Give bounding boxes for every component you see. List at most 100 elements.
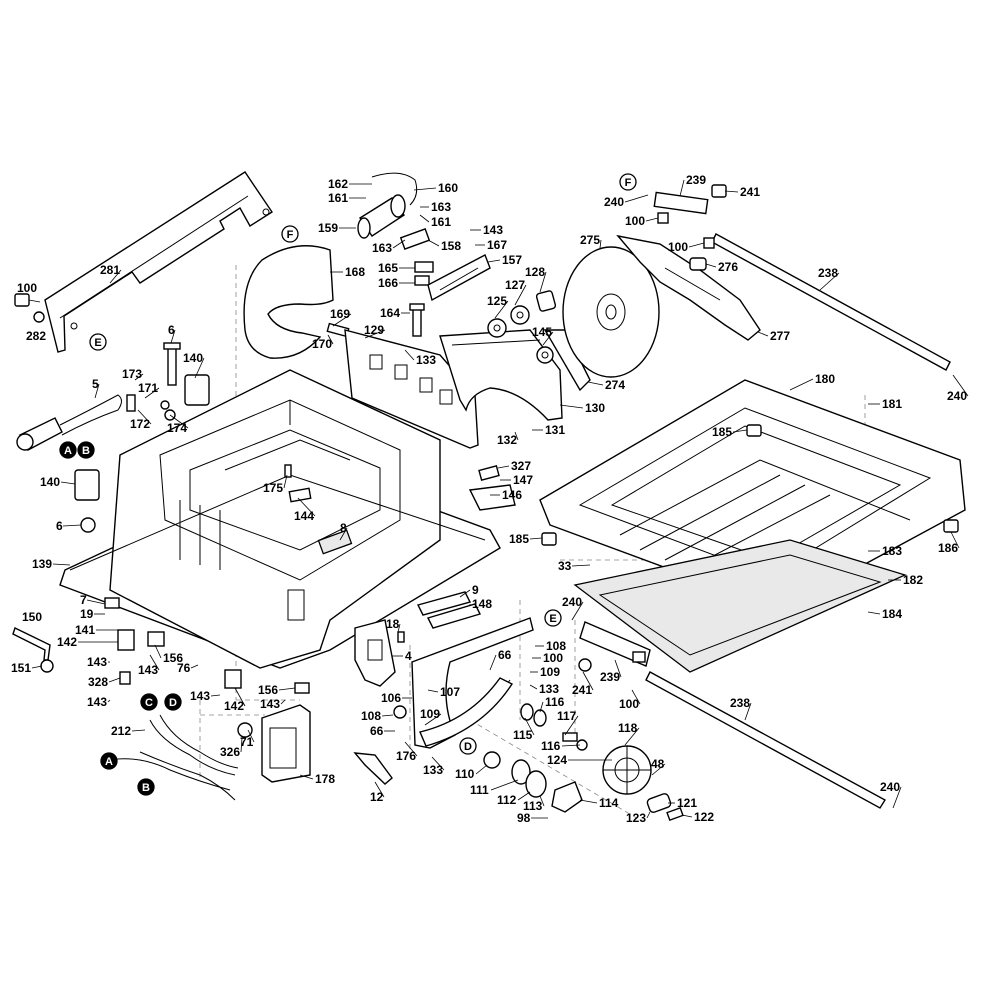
- anti-kickback-arm: [616, 234, 761, 341]
- leader-line-p240c: [571, 601, 584, 621]
- leader-line-p132: [514, 431, 519, 441]
- part-label-p115: 115: [513, 728, 533, 742]
- part-label-p161a: 161: [328, 191, 348, 205]
- saw-blade: [562, 246, 660, 378]
- leader-line-p276: [705, 263, 717, 268]
- leader-line-p123: [646, 811, 651, 819]
- leader-line-p240a: [624, 194, 649, 203]
- knob-121: [646, 793, 684, 822]
- part-label-p146: 146: [502, 488, 522, 502]
- knob-114: [551, 781, 583, 813]
- leader-line-p6b: [62, 524, 82, 527]
- part-label-p66b: 66: [498, 648, 512, 662]
- leader-line-p169: [332, 313, 352, 327]
- part-label-p100a: 100: [17, 281, 37, 295]
- leader-line-p111: [490, 779, 519, 791]
- leader-line-p12: [374, 781, 385, 798]
- leader-line-p239b: [614, 659, 622, 678]
- part-label-p143b: 143: [87, 655, 107, 669]
- part-label-p129: 129: [364, 323, 384, 337]
- part-label-p48: 48: [651, 757, 665, 771]
- part-label-p167: 167: [487, 238, 507, 252]
- part-label-p178: 178: [315, 772, 335, 786]
- callout-pB2: B: [137, 778, 155, 796]
- callout-pF2: F: [619, 173, 637, 191]
- leader-line-p238a: [819, 272, 840, 291]
- leader-line-p122: [681, 814, 693, 818]
- part-label-p130: 130: [585, 401, 605, 415]
- part-label-p162: 162: [328, 177, 348, 191]
- part-label-p240d: 240: [880, 780, 900, 794]
- part-label-p281: 281: [100, 263, 120, 277]
- leader-line-p241b: [582, 671, 594, 691]
- leader-line-p118: [624, 727, 640, 746]
- callout-letter: C: [145, 697, 153, 709]
- part-label-p161b: 161: [431, 215, 451, 229]
- callout-letter: B: [82, 445, 90, 457]
- callout-circle: [544, 609, 562, 627]
- callout-letter: A: [105, 756, 113, 768]
- label-plates: [416, 591, 481, 629]
- part-label-p128: 128: [525, 265, 545, 279]
- part-label-p182: 182: [903, 573, 923, 587]
- leader-line-p176: [404, 741, 418, 757]
- leader-line-p175: [283, 474, 288, 489]
- leader-line-p143d: [107, 699, 111, 703]
- part-label-p12: 12: [370, 790, 384, 804]
- callout-pA1: A: [59, 441, 77, 459]
- part-label-p240c: 240: [562, 595, 582, 609]
- callout-circle: [59, 441, 77, 459]
- fence-rail: [44, 171, 273, 353]
- riving-bracket: [427, 254, 491, 302]
- callout-circle: [137, 778, 155, 796]
- leader-line-p48: [651, 763, 666, 776]
- base-housing: [59, 369, 501, 669]
- leader-line-p116a: [539, 701, 544, 713]
- part-label-p100c: 100: [625, 214, 645, 228]
- dust-port: [357, 172, 434, 286]
- leader-line-p328: [108, 677, 121, 683]
- part-label-p18: 18: [386, 617, 400, 631]
- motor-mount-bracket: [344, 329, 479, 449]
- leader-line-p174: [169, 414, 189, 429]
- table-insert: [573, 539, 907, 673]
- leader-line-p240b: [952, 374, 969, 397]
- part-label-p168: 168: [345, 265, 365, 279]
- leader-line-p170: [327, 334, 334, 345]
- part-label-p163a: 163: [431, 200, 451, 214]
- part-label-p121: 121: [677, 796, 697, 810]
- callout-letter: F: [625, 177, 632, 189]
- leader-line-p133b: [431, 756, 445, 771]
- callout-letter: E: [94, 337, 101, 349]
- leader-line-p143c: [149, 654, 160, 671]
- part-label-p176: 176: [396, 749, 416, 763]
- callout-circle: [89, 333, 107, 351]
- part-label-p117: 117: [557, 709, 577, 723]
- part-label-p140a: 140: [183, 351, 203, 365]
- leader-line-p151: [31, 665, 43, 669]
- part-label-p143e: 143: [190, 689, 210, 703]
- part-label-p116b: 116: [541, 739, 561, 753]
- leader-line-p184: [867, 611, 881, 615]
- part-label-p4: 4: [405, 649, 412, 663]
- part-label-p127: 127: [505, 278, 525, 292]
- part-label-p133b: 133: [423, 763, 443, 777]
- part-label-p175: 175: [263, 481, 283, 495]
- leader-line-p100e: [631, 689, 641, 705]
- leader-line-p143e: [210, 694, 221, 697]
- bevel-arc: [419, 677, 514, 747]
- rail-rod-upper: [653, 184, 951, 371]
- part-label-p141: 141: [75, 623, 95, 637]
- callout-circle: [77, 441, 95, 459]
- part-label-p156a: 156: [163, 651, 183, 665]
- part-label-p109a: 109: [420, 707, 440, 721]
- callout-pB1: B: [77, 441, 95, 459]
- part-label-p6a: 6: [168, 323, 175, 337]
- part-label-p8: 8: [340, 521, 347, 535]
- callout-letter: F: [287, 229, 294, 241]
- part-label-p181: 181: [882, 397, 902, 411]
- leader-line-p109a: [424, 713, 442, 726]
- callout-circle: [164, 693, 182, 711]
- handwheel: [602, 745, 652, 795]
